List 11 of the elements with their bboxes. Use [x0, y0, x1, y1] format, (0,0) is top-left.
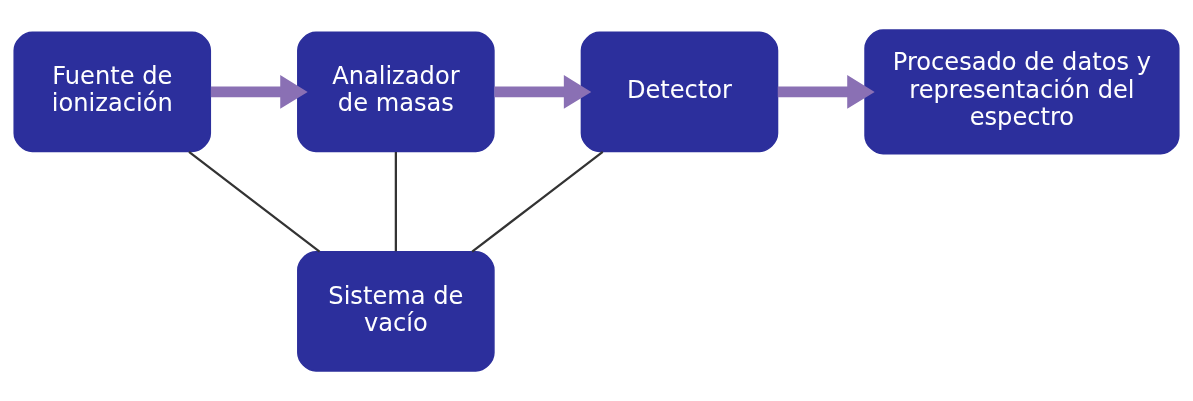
- connector: [188, 151, 321, 253]
- arrow: [210, 75, 308, 109]
- connector: [471, 151, 604, 253]
- node-box: Analizador de masas: [297, 31, 495, 153]
- connector: [394, 151, 397, 252]
- node-box: Procesado de datos y representación del espectro: [864, 29, 1180, 155]
- node-box: Fuente de ionización: [13, 31, 212, 153]
- node-box: Detector: [580, 31, 779, 153]
- arrow: [777, 75, 875, 109]
- node-box: Sistema de vacío: [297, 251, 495, 372]
- arrow: [494, 75, 592, 109]
